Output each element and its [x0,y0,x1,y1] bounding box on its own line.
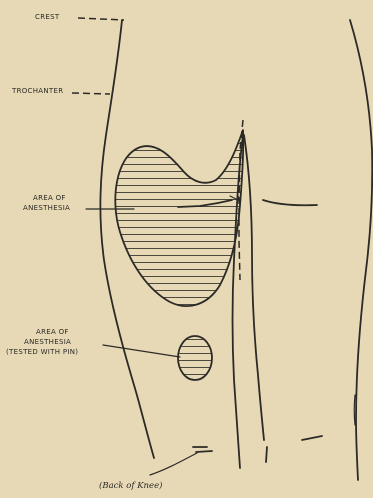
lower-area-label-line1: AREA OF [36,328,69,336]
lower-area-leader [103,345,180,357]
upper-area-label-line1: AREA OF [33,194,66,202]
crest-leader [78,18,124,20]
right-leg-outline [350,20,372,480]
right-leg-mark [354,395,355,425]
bottom-seam-end [266,447,267,462]
lower-anesthesia-area [178,336,212,380]
lower-area-label-line3: (TESTED WITH PIN) [6,348,78,356]
bottom-mark-left [193,447,212,452]
inner-seam-right [244,135,264,440]
lower-area-label-line2: ANESTHESIA [24,338,71,346]
trochanter-label: TROCHANTER [11,87,63,95]
bottom-mark-right [302,436,322,440]
trochanter-leader [72,93,110,94]
upper-area-label-line2: ANESTHESIA [23,204,70,212]
knee-crease-right [263,200,317,205]
upper-anesthesia-area [115,130,243,306]
crest-label: CREST [35,13,60,21]
back-of-knee-leader [150,453,197,475]
back-of-knee-label: (Back of Knee) [99,480,162,491]
